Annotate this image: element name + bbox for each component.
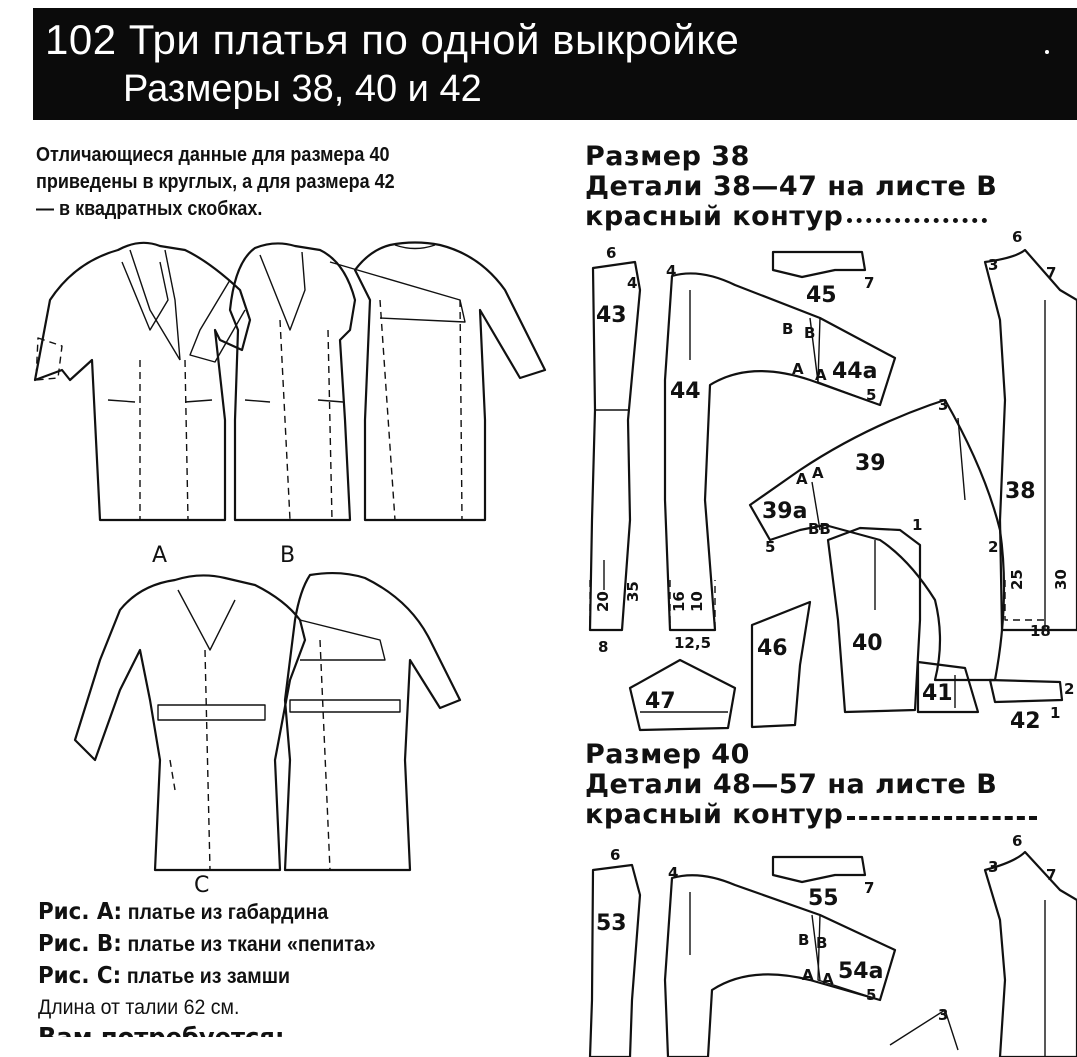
mark40-B1: В (798, 931, 809, 949)
dress-a-drawing (33, 241, 252, 522)
mark-4b: 4 (666, 262, 676, 280)
mark40-A2: А (822, 970, 834, 988)
dotted-contour-sample (847, 212, 988, 223)
piece-42: 42 (1010, 709, 1041, 734)
mark-A2: А (815, 366, 827, 384)
caption-b: Рис. В: платье из ткани «пепита» (38, 928, 540, 960)
size-40-title: Размер 40 (585, 739, 750, 770)
size-40-contour: красный контур (585, 799, 1038, 830)
fig-label-b: B (280, 543, 295, 568)
caption-c: Рис. С: платье из замши (38, 960, 540, 992)
mark-A1: А (792, 360, 804, 378)
caption-cut-off: Вам потребуется: (38, 1023, 540, 1037)
mark-B1: В (782, 320, 793, 338)
mark-1: 1 (912, 516, 922, 534)
mark-3a: 3 (938, 396, 948, 414)
intro-line-3: — в квадратных скобках. (36, 198, 263, 220)
mark-5b: 5 (765, 538, 775, 556)
size-40-heading: Размер 40 Детали 48—57 на листе В красны… (585, 739, 1038, 830)
piece-44: 44 (670, 379, 701, 404)
intro-text: Отличающиеся данные для размера 40 приве… (36, 142, 504, 223)
mark40-7a: 7 (864, 879, 874, 897)
mark-2b: 2 (1064, 680, 1074, 698)
mark-2a: 2 (988, 538, 998, 556)
mark-A3: А (796, 470, 808, 488)
fig-label-a: A (152, 543, 167, 568)
mark40-B2: В (816, 934, 827, 952)
dress-back-drawing (353, 241, 547, 522)
mark40-6b: 6 (1012, 832, 1022, 850)
piece-39a: 39а (762, 499, 807, 524)
mark-18: 18 (1030, 622, 1051, 640)
piece-47: 47 (645, 689, 676, 714)
piece-44a: 44а (832, 359, 877, 384)
dress-c-drawing (73, 571, 462, 872)
intro-line-2: приведены в круглых, а для размера 42 (36, 171, 395, 193)
piece-39: 39 (855, 451, 886, 476)
size-38-contour: красный контур (585, 202, 997, 232)
title-banner: 102 Три платья по одной выкройке Размеры… (33, 8, 1077, 120)
intro-line-1: Отличающиеся данные для размера 40 (36, 144, 390, 166)
mark-BB: ВВ (808, 520, 831, 538)
mark-3b: 3 (988, 256, 998, 274)
captions: Рис. А: платье из габардина Рис. В: плат… (38, 896, 578, 1037)
mark-16: 16 (670, 591, 688, 612)
size-38-contour-text: красный контур (585, 201, 844, 232)
title-line-2: Размеры 38, 40 и 42 (123, 68, 482, 110)
mark-8: 8 (598, 638, 608, 656)
piece-54a: 54а (838, 959, 883, 984)
title-line-1: 102 Три платья по одной выкройке (45, 16, 740, 63)
caption-c-text: платье из замши (126, 965, 290, 988)
mark-7b: 7 (1046, 264, 1056, 282)
mark-B2: В (804, 324, 815, 342)
mark40-5: 5 (866, 986, 876, 1004)
piece-41: 41 (922, 681, 953, 706)
caption-b-label: Рис. В: (38, 931, 122, 957)
mark-35: 35 (624, 581, 642, 602)
caption-b-text: платье из ткани «пепита» (127, 933, 376, 956)
mark-25: 25 (1008, 569, 1026, 590)
dress-b-drawing (189, 242, 466, 522)
mark-12-5: 12,5 (674, 634, 711, 652)
caption-a: Рис. А: платье из габардина (38, 896, 540, 928)
piece-46: 46 (757, 636, 788, 661)
pattern-38-pieces (588, 248, 1077, 732)
size-40-contour-text: красный контур (585, 799, 844, 830)
mark-7a: 7 (864, 274, 874, 292)
piece-55: 55 (808, 886, 839, 911)
dashed-contour-sample (847, 812, 1038, 820)
mark40-4: 4 (668, 864, 678, 882)
mark-30: 30 (1052, 569, 1070, 590)
mark-20: 20 (594, 591, 612, 612)
mark40-3a: 3 (938, 1006, 948, 1024)
mark-4a: 4 (627, 274, 637, 292)
mark-6b: 6 (1012, 228, 1022, 246)
mark-A4: А (812, 464, 824, 482)
size-38-title: Размер 38 (585, 141, 750, 172)
piece-38: 38 (1005, 479, 1036, 504)
banner-speck (1045, 50, 1049, 54)
size-38-heading: Размер 38 Детали 38—47 на листе В красны… (585, 142, 997, 232)
caption-length: Длина от талии 62 см. (38, 996, 240, 1019)
caption-a-label: Рис. А: (38, 899, 123, 925)
piece-43: 43 (596, 303, 627, 328)
size-38-details: Детали 38—47 на листе В (585, 171, 998, 202)
mark-6a: 6 (606, 244, 616, 262)
fig-label-c: C (194, 873, 209, 898)
caption-a-text: платье из габардина (127, 901, 329, 924)
mark-5a: 5 (866, 386, 876, 404)
piece-45: 45 (806, 283, 837, 308)
mark40-6a: 6 (610, 846, 620, 864)
piece-40: 40 (852, 631, 883, 656)
pattern-40-pieces (588, 850, 1077, 1057)
mark40-3b: 3 (988, 858, 998, 876)
mark40-A1: А (802, 966, 814, 984)
piece-53: 53 (596, 911, 627, 936)
caption-c-label: Рис. С: (38, 963, 122, 989)
mark-1b: 1 (1050, 704, 1060, 722)
size-40-details: Детали 48—57 на листе В (585, 769, 998, 800)
mark40-7b: 7 (1046, 866, 1056, 884)
mark-10: 10 (688, 591, 706, 612)
